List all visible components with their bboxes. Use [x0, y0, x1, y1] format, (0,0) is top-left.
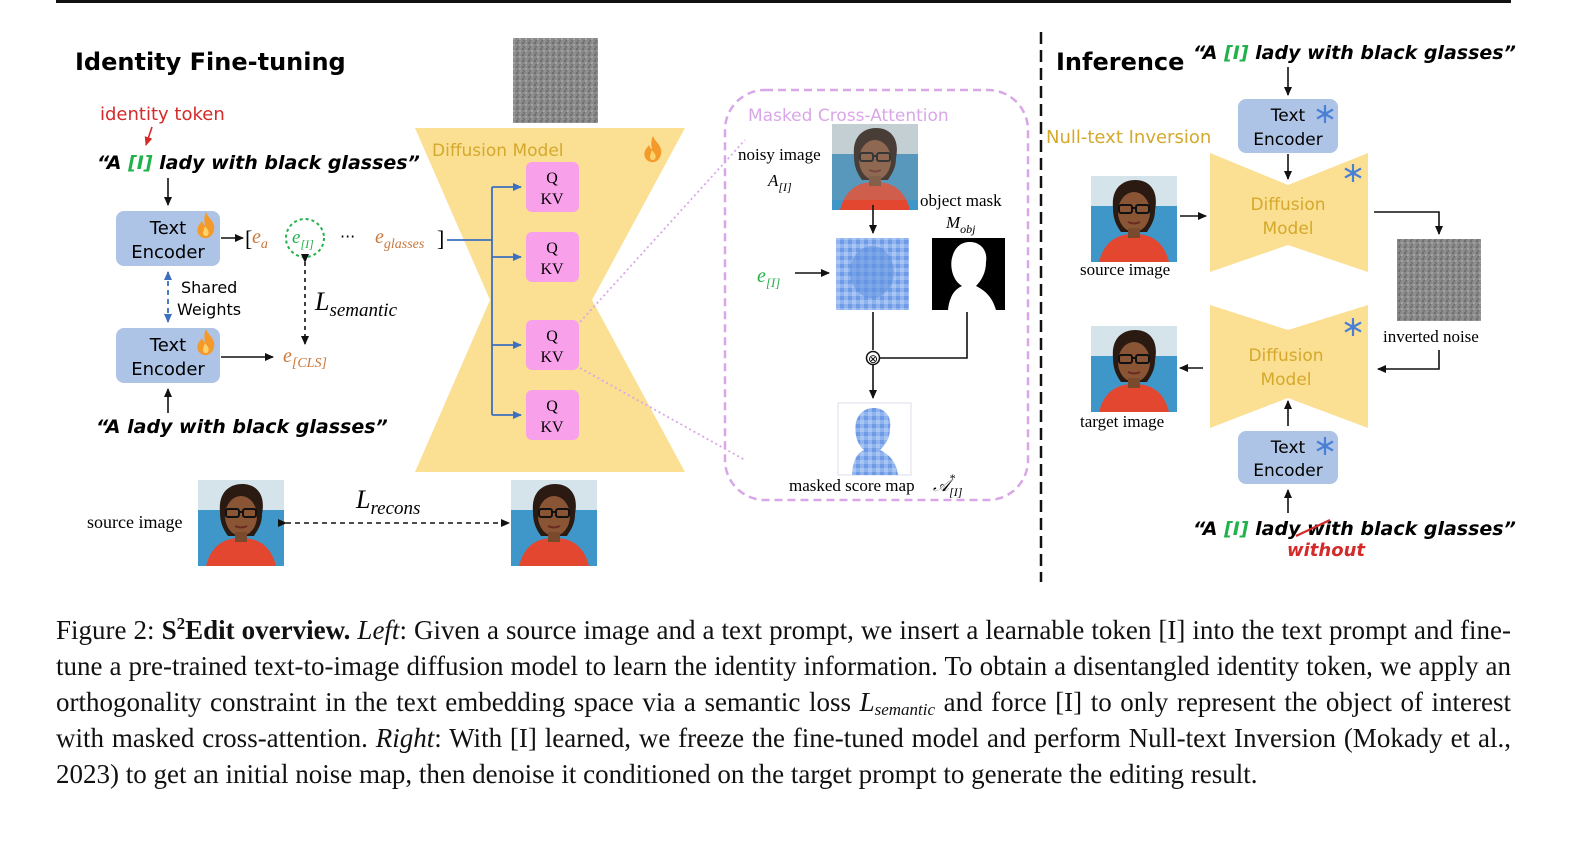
diffusion-to-noise-arrow: [1374, 211, 1443, 235]
shared-weights-line2: Weights: [177, 300, 241, 319]
qkv-block-3: Q KV: [526, 320, 579, 370]
text-encoder-top: Text Encoder: [116, 211, 220, 266]
noisy-a-label: A[I]: [767, 171, 792, 194]
caption-title: S2Edit overview.: [161, 614, 351, 645]
svg-text:···: ···: [340, 227, 355, 246]
svg-text:Model: Model: [1260, 370, 1311, 390]
svg-text:Q: Q: [546, 240, 558, 257]
object-mask-image: [932, 238, 1005, 310]
figure-caption: Figure 2: S2Edit overview. Left: Given a…: [56, 612, 1511, 792]
prompt-top: “A [I] lady with black glasses”: [1193, 42, 1516, 64]
qkv-block-2: Q KV: [526, 232, 579, 282]
svg-text:eglasses: eglasses: [375, 226, 425, 252]
source-image-left: [197, 479, 285, 567]
source-image-label-right: source image: [1080, 260, 1170, 279]
attention-score-map: [836, 238, 909, 310]
shared-weights-line1: Shared: [181, 278, 237, 297]
inverted-noise-label: inverted noise: [1383, 327, 1479, 346]
caption-part2: and force [I] to only represent the obje…: [56, 687, 1511, 753]
diffusion-model-inversion: Diffusion Model: [1210, 153, 1368, 272]
zoom-line-top: [579, 139, 746, 323]
source-image-label-left: source image: [87, 512, 182, 532]
inference-title: Inference: [1056, 48, 1184, 76]
figure-diagram: Identity Fine-tuning identity token “A […: [56, 0, 1516, 582]
prompt-bottom: “A [I] lady with black glasses”: [1193, 518, 1516, 540]
masked-score-map: [837, 402, 912, 476]
svg-text:KV: KV: [540, 419, 564, 436]
prompt-with-token: “A [I] lady with black glasses”: [97, 152, 420, 174]
caption-right-label: Right: [375, 723, 435, 753]
svg-text:Diffusion Model: Diffusion Model: [432, 141, 564, 161]
embedding-to-qkv-branches: [447, 183, 522, 419]
diffusion-model-finetune: Diffusion Model: [415, 128, 685, 472]
identity-token-label: identity token: [100, 104, 225, 125]
qkv-block-1: Q KV: [526, 162, 579, 212]
noisy-image-label: noisy image: [738, 145, 821, 164]
caption-left-label: Left: [357, 615, 400, 645]
identity-embedding-circle: [285, 218, 325, 258]
reconstructed-image: [510, 479, 598, 567]
diffusion-model-generation: Diffusion Model: [1210, 305, 1368, 428]
noise-image-top: [513, 38, 598, 123]
prompt-plain: “A lady with black glasses”: [96, 416, 388, 438]
embedding-sequence: [ ea e[I] ··· eglasses ]: [245, 218, 444, 258]
object-mask-label: object mask: [920, 191, 1002, 210]
top-rule: [56, 0, 1511, 3]
text-encoder-inference-top: Text Encoder: [1238, 99, 1338, 153]
svg-text:Text: Text: [149, 335, 186, 356]
svg-text:Text: Text: [1270, 106, 1306, 126]
multiply-operator: [865, 350, 881, 366]
svg-text:Encoder: Encoder: [131, 242, 205, 263]
noisy-image: [831, 123, 919, 211]
svg-text:Encoder: Encoder: [1253, 461, 1323, 481]
svg-text:⊗: ⊗: [868, 352, 878, 366]
caption-part1: : Given a source image and a text prompt…: [56, 615, 1512, 717]
masked-score-map-label: masked score map: [789, 476, 915, 495]
inverted-noise-image: [1397, 239, 1481, 321]
svg-text:[: [: [245, 226, 252, 251]
svg-text:Q: Q: [546, 398, 558, 415]
svg-text:KV: KV: [540, 349, 564, 366]
svg-text:Model: Model: [1262, 219, 1313, 239]
target-image-label: target image: [1080, 412, 1164, 431]
svg-text:KV: KV: [540, 191, 564, 208]
target-image: [1090, 325, 1178, 413]
l-recons-label: Lrecons: [355, 485, 420, 519]
svg-text:e[I]: e[I]: [292, 227, 314, 251]
svg-text:Q: Q: [546, 170, 558, 187]
mask-to-mult-line: [880, 312, 968, 359]
svg-text:Diffusion: Diffusion: [1250, 195, 1325, 215]
text-encoder-inference-bottom: Text Encoder: [1238, 431, 1338, 484]
without-label: without: [1287, 540, 1366, 561]
svg-text:Encoder: Encoder: [131, 359, 205, 380]
noise-to-diffusion-arrow: [1377, 350, 1440, 373]
null-text-inversion-label: Null-text Inversion: [1046, 127, 1211, 148]
text-encoder-bottom: Text Encoder: [116, 328, 220, 383]
caption-l-semantic: Lsemantic: [859, 687, 936, 719]
e-cls-label: e[CLS]: [283, 345, 327, 371]
svg-text:Text: Text: [1270, 438, 1306, 458]
identity-finetuning-title: Identity Fine-tuning: [75, 48, 346, 76]
svg-text:ea: ea: [252, 226, 268, 252]
source-image-right: [1090, 175, 1178, 263]
masked-cross-attention-title: Masked Cross-Attention: [748, 106, 949, 126]
caption-part3: : With [I] learned, we freeze the fine-t…: [56, 723, 1512, 789]
object-mask-m-label: Mobj: [945, 213, 976, 236]
masked-a-label: 𝒜*[I]: [933, 471, 963, 499]
e-token-label: e[I]: [757, 265, 780, 290]
svg-text:]: ]: [437, 226, 444, 251]
zoom-line-bottom: [579, 367, 746, 461]
svg-text:Diffusion: Diffusion: [1248, 346, 1323, 366]
l-semantic-label: Lsemantic: [314, 287, 398, 321]
qkv-block-4: Q KV: [526, 390, 579, 440]
identity-token-arrow: [144, 126, 153, 146]
svg-text:Encoder: Encoder: [1253, 130, 1323, 150]
svg-text:Text: Text: [149, 218, 186, 239]
svg-text:Q: Q: [546, 328, 558, 345]
caption-prefix: Figure 2:: [56, 615, 162, 645]
strike-through-with: [1295, 519, 1331, 537]
svg-text:KV: KV: [540, 261, 564, 278]
masked-cross-attention-box: [723, 88, 1030, 502]
